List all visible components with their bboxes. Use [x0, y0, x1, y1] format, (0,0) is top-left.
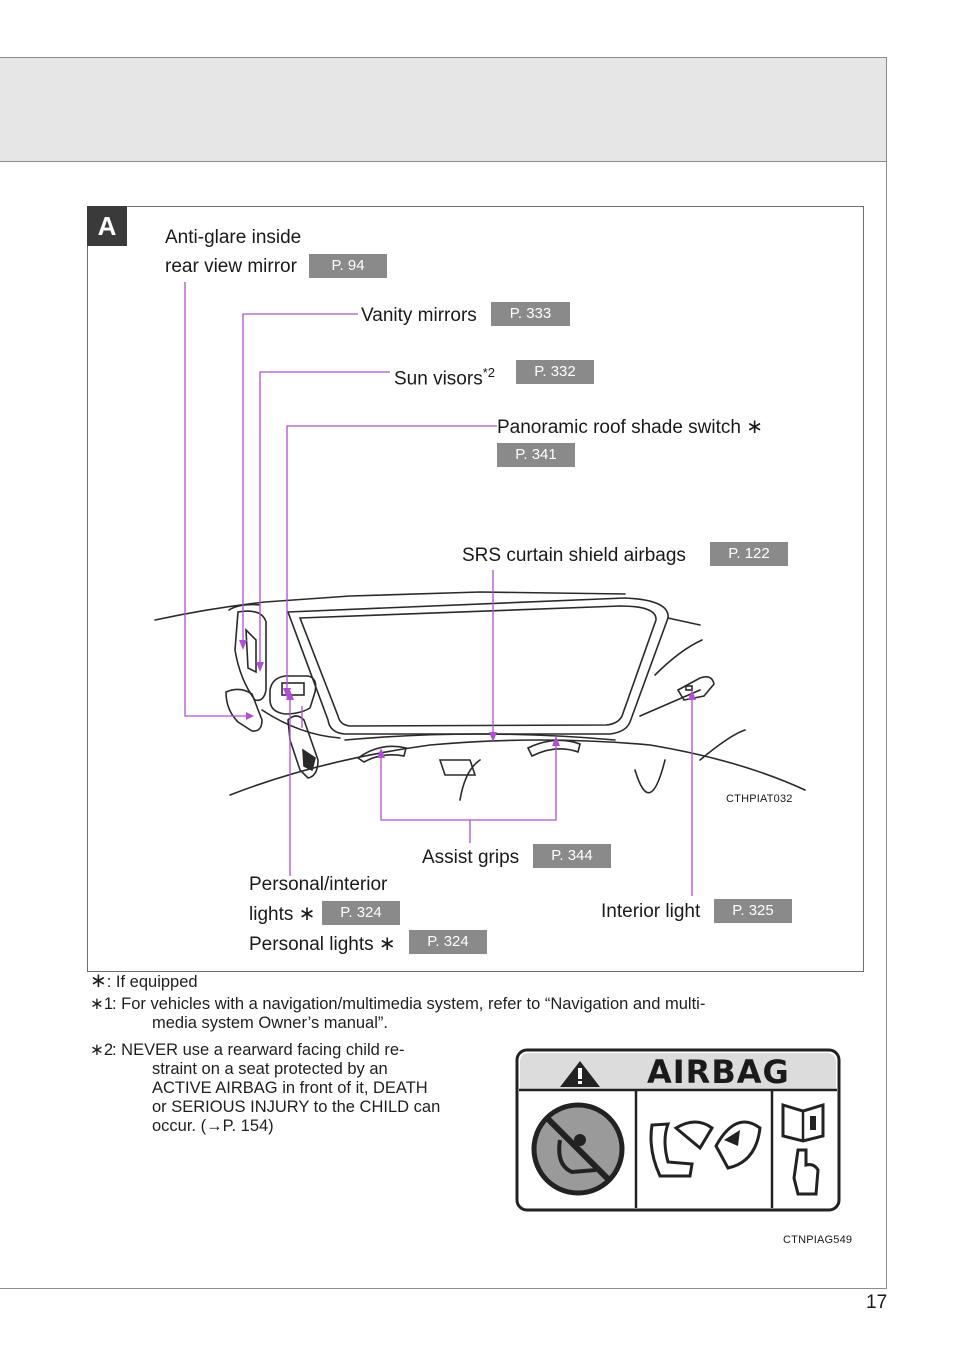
label-personal-lights-text: Personal lights [249, 934, 374, 955]
page-bottom-rule [0, 1288, 887, 1289]
label-interior-light: Interior light [601, 901, 701, 922]
page-number: 17 [866, 1292, 888, 1313]
footnote-1-line1: : For vehicles with a navigation/multime… [112, 995, 706, 1013]
label-assist-grips: Assist grips [422, 847, 520, 868]
page-ref-assist-grips[interactable]: P. 344 [533, 844, 611, 868]
section-tag: A [87, 206, 127, 246]
chapter-header-band [0, 57, 887, 162]
footnote-2-line2: straint on a seat protected by an [152, 1060, 388, 1078]
footnote-1: ∗1: For vehicles with a navigation/multi… [90, 995, 850, 1033]
footnote-1-mark: ∗1 [90, 995, 114, 1013]
footnote-if-equipped: ∗: If equipped [90, 970, 198, 992]
label-anti-glare-line2: rear view mirror [165, 256, 297, 277]
page-ref-interior-light[interactable]: P. 325 [714, 899, 792, 923]
page-ref-panoramic-roof-shade[interactable]: P. 341 [497, 443, 575, 467]
label-vanity-mirrors: Vanity mirrors [361, 305, 477, 326]
footnote-2-line3: ACTIVE AIRBAG in front of it, DEATH [152, 1079, 428, 1097]
page-ref-personal-interior-lights[interactable]: P. 324 [322, 901, 400, 925]
footnote-2-page-ref[interactable]: occur. (→P. 154) [152, 1117, 274, 1135]
label-srs-curtain-airbags: SRS curtain shield airbags [462, 545, 686, 566]
page-ref-sun-visors[interactable]: P. 332 [516, 360, 594, 384]
label-anti-glare-line1: Anti-glare inside [165, 227, 302, 248]
page-ref-vanity-mirrors[interactable]: P. 333 [491, 302, 570, 326]
equipped-star: ∗ [378, 933, 396, 955]
footnote-2: ∗2: NEVER use a rearward facing child re… [90, 1041, 490, 1136]
illustration-code-top: CTHPIAT032 [726, 793, 793, 805]
airbag-label-title: AIRBAG [647, 1053, 790, 1091]
label-panoramic-roof-shade: Panoramic roof shade switch ∗ [497, 416, 763, 439]
label-sun-visors: Sun visors*2 [394, 362, 495, 390]
label-personal-lights: Personal lights ∗ [249, 933, 396, 956]
footnote-2-line4: or SERIOUS INJURY to the CHILD can [152, 1098, 441, 1116]
footnote-2-mark: ∗2 [90, 1041, 114, 1059]
label-personal-interior-lights-text: lights [249, 904, 294, 925]
equipped-star: ∗ [90, 970, 107, 992]
page-right-rule [886, 57, 887, 1289]
illustration-code-bottom: CTNPIAG549 [783, 1234, 853, 1246]
equipped-star: ∗ [298, 903, 316, 925]
page-ref-personal-lights[interactable]: P. 324 [409, 930, 487, 954]
equipped-star: ∗ [746, 416, 763, 438]
figure-frame [87, 206, 864, 972]
footnote-if-equipped-text: : If equipped [106, 973, 198, 991]
footnote-1-line2: media system Owner’s manual”. [152, 1014, 388, 1032]
label-panoramic-roof-shade-text: Panoramic roof shade switch [497, 417, 741, 438]
label-personal-interior-line2: lights ∗ [249, 903, 315, 926]
page-ref-anti-glare-mirror[interactable]: P. 94 [309, 254, 387, 278]
sun-visors-footnote-mark: *2 [482, 365, 495, 380]
airbag-warning-label [515, 1048, 841, 1212]
label-sun-visors-text: Sun visors [394, 368, 483, 390]
label-personal-interior-line1: Personal/interior [249, 874, 388, 895]
footnote-2-line1: : NEVER use a rearward facing child re- [112, 1041, 405, 1059]
page-ref-srs-curtain-airbags[interactable]: P. 122 [710, 542, 788, 566]
